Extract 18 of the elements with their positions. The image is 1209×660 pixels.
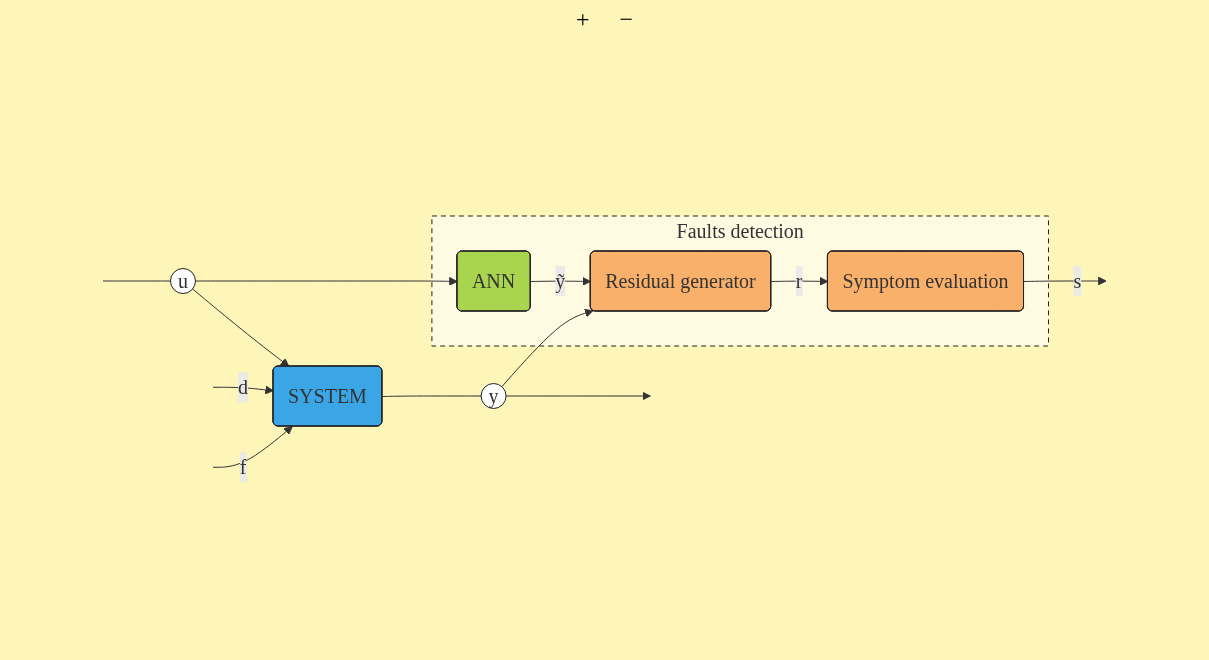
arrow [501,309,594,388]
edge-label: d [237,376,248,399]
edge-label: f [239,456,247,479]
sign-label: − [619,6,634,33]
arrow [212,385,274,395]
arrow [212,426,293,469]
connector [381,395,482,398]
sign-label: + [575,6,590,33]
node-circle: u [169,268,196,295]
edge-label: ỹ [555,270,566,293]
arrow [194,277,458,287]
node-circle: y [480,383,507,410]
edge-label: r [795,270,803,293]
arrow [1023,277,1107,286]
arrow [191,288,290,368]
edge-label: s [1073,270,1082,293]
connector [102,280,171,282]
arrow [505,392,651,401]
